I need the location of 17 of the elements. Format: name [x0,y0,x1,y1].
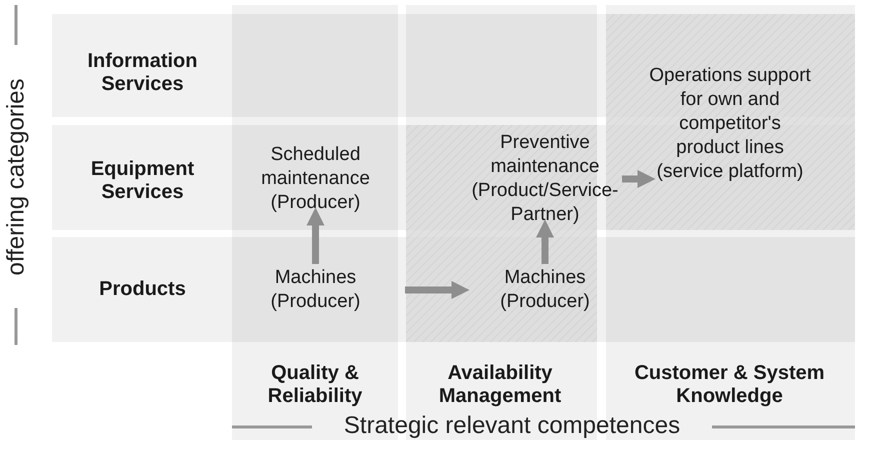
axis-label: offering categories [2,78,30,276]
arrow [622,170,656,188]
axis-label: Strategic relevant competences [344,412,680,440]
row-header: Equipment Services [90,158,194,203]
arrow [536,219,554,264]
row-header: Information Services [88,50,198,95]
column-header: Customer & System Knowledge [634,362,825,407]
arrow [405,280,470,300]
offering-text: Scheduled maintenance (Producer) [260,143,371,215]
offering-text: Machines (Producer) [270,266,362,314]
column-header: Quality & Reliability [268,362,362,407]
offering-text: Machines (Producer) [499,266,591,314]
offering-text: Operations support for own and competitor's product lines (service platform) [648,64,812,184]
arrow [306,207,325,264]
column-header: Availability Management [438,362,562,407]
offering-text: Preventive maintenance (Product/Service-Partner) [470,131,620,227]
row-header: Products [99,278,186,300]
